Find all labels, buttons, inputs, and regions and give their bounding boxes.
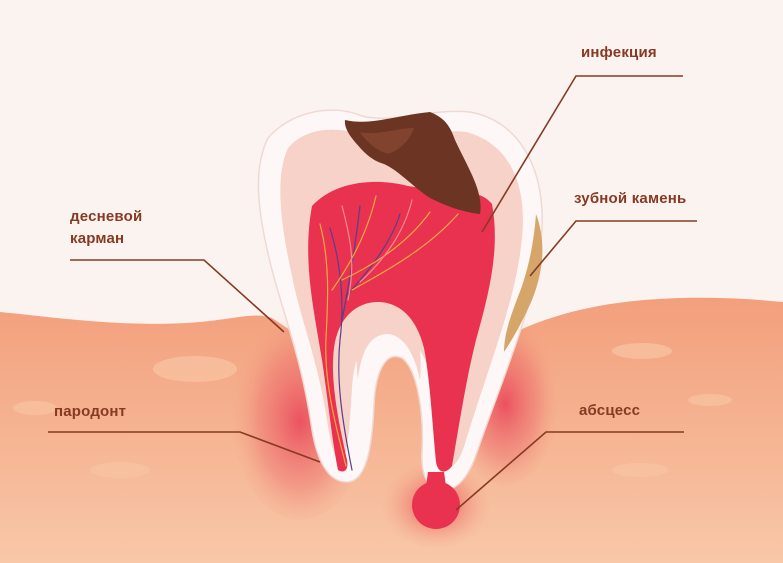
label-abscess-text: абсцесс [579,402,641,419]
leader-infection [481,75,683,233]
leader-abscess [455,431,684,511]
gum-highlights [13,343,732,478]
label-infection-text: инфекция [581,44,657,61]
label-gum-pocket-line1: десневой [70,208,143,225]
label-periodontium: пародонт [54,401,126,423]
label-periodontium-text: пародонт [54,403,127,420]
label-abscess: абсцесс [579,400,640,422]
label-gum-pocket: десневой карман [70,206,142,250]
nerves-vessels [319,195,459,471]
label-calculus: зубной камень [574,188,686,210]
abscess-link [426,472,446,486]
leader-lines [48,75,697,511]
leader-periodontium [48,431,321,463]
abscess [412,481,460,529]
leader-calculus [529,220,697,277]
label-calculus-text: зубной камень [574,190,687,207]
tooth-pulp [308,181,495,472]
root-canal-left [356,309,421,380]
label-infection: инфекция [581,42,657,64]
caries-highlight [360,128,414,154]
label-gum-pocket-line2: карман [70,230,125,247]
tartar [504,214,543,352]
leader-gum-pocket [70,259,285,333]
